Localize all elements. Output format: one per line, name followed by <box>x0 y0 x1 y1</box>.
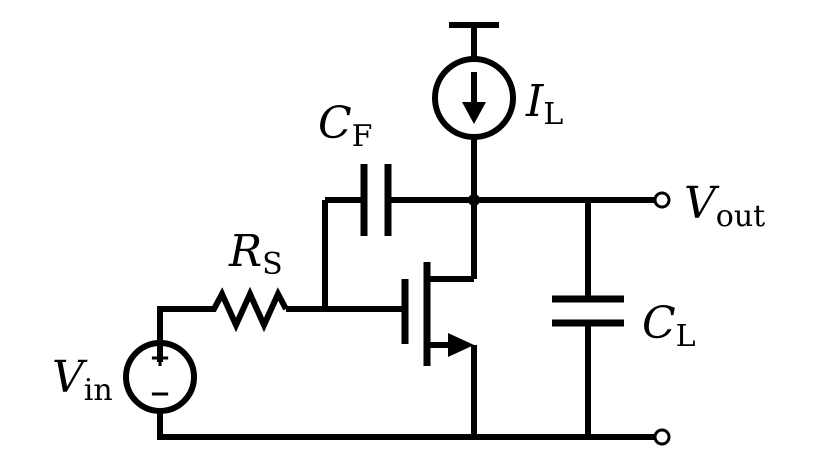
supply-rail <box>449 22 499 58</box>
vout-label: Vout <box>684 178 765 234</box>
load-capacitor-cl <box>552 200 624 437</box>
vin-label: Vin <box>52 352 113 408</box>
plus-sign: + <box>149 343 171 373</box>
ground-terminal <box>653 428 671 446</box>
source-resistor-rs <box>157 286 289 362</box>
feedback-capacitor-cf <box>322 164 474 309</box>
minus-sign: − <box>149 379 171 409</box>
nmos-transistor <box>401 200 477 437</box>
rs-label: RS <box>228 226 283 282</box>
cf-label: CF <box>318 98 373 154</box>
current-source-il <box>432 56 516 200</box>
vout-terminal <box>653 191 671 209</box>
cl-label: CL <box>642 298 696 354</box>
il-label: IL <box>525 76 563 132</box>
voltage-source-vin: + − <box>123 340 197 437</box>
